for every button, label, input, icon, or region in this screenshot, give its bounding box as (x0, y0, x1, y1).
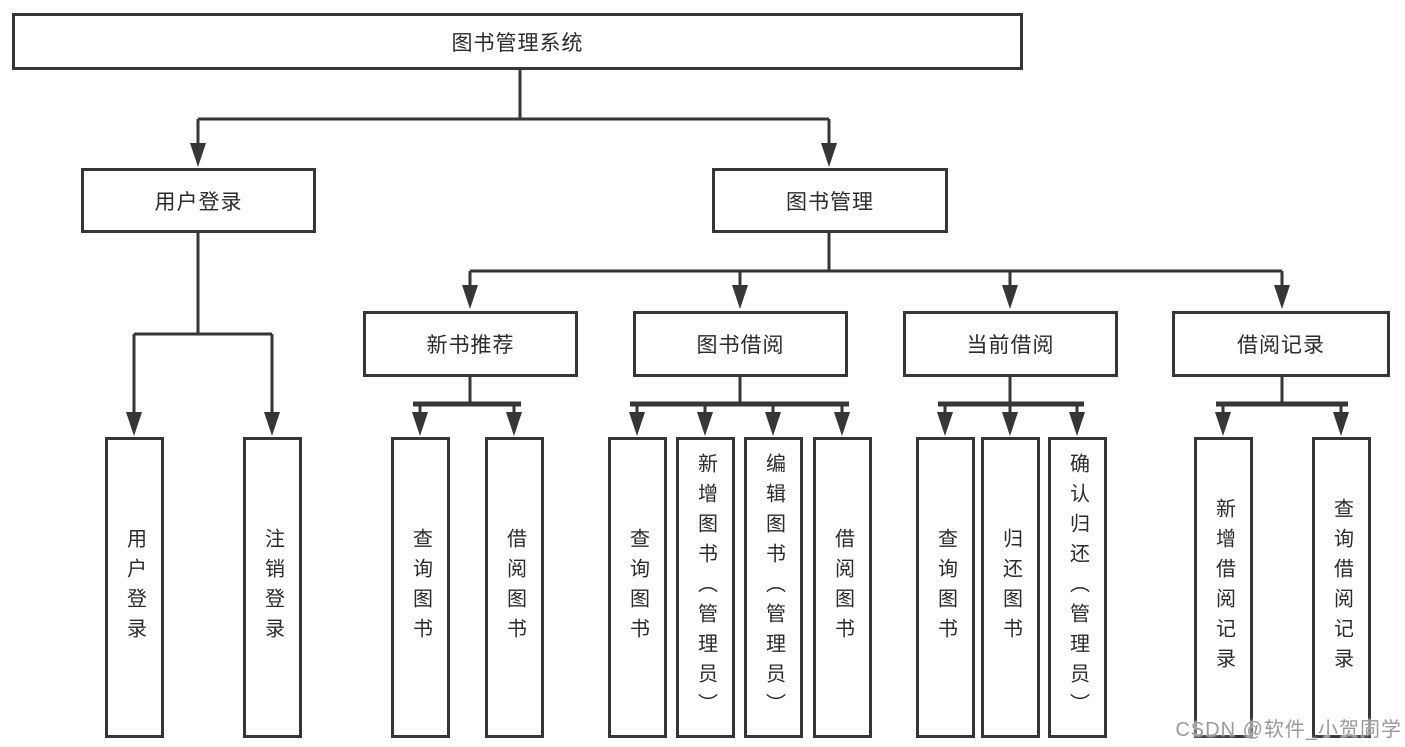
leaf-current-query-books: 查询图书 (916, 437, 975, 738)
leaf-records-add-record: 新增借阅记录 (1194, 437, 1253, 738)
leaf-borrow-query-books-label: 查询图书 (626, 527, 649, 648)
leaf-borrow-borrow-books: 借阅图书 (813, 437, 872, 738)
node-book-borrow-label: 图书借阅 (696, 334, 785, 357)
arrowhead-group (126, 143, 1349, 436)
node-user-login-label: 用户登录 (154, 190, 243, 214)
leaf-current-confirm-return-admin-label: 确认归还（管理员） (1066, 452, 1089, 723)
node-user-login: 用户登录 (81, 168, 316, 233)
leaf-recommend-query-books-label: 查询图书 (409, 527, 432, 648)
leaf-user-login-label: 用户登录 (123, 527, 146, 648)
leaf-borrow-add-books-admin-label: 新增图书（管理员） (694, 452, 717, 723)
leaf-recommend-query-books: 查询图书 (391, 437, 450, 738)
leaf-borrow-edit-books-admin: 编辑图书（管理员） (744, 437, 803, 738)
node-book-borrow: 图书借阅 (633, 311, 848, 377)
leaf-records-add-record-label: 新增借阅记录 (1212, 497, 1235, 678)
leaf-borrow-borrow-books-label: 借阅图书 (831, 527, 854, 648)
leaf-logout-label: 注销登录 (261, 527, 284, 648)
node-root: 图书管理系统 (12, 13, 1023, 70)
leaf-current-return-books-label: 归还图书 (999, 527, 1022, 648)
leaf-recommend-borrow-books: 借阅图书 (485, 437, 544, 738)
leaf-borrow-query-books: 查询图书 (608, 437, 667, 738)
watermark: CSDN @软件_小贺同学 (1175, 719, 1402, 741)
leaf-records-query-record: 查询借阅记录 (1312, 437, 1371, 738)
leaf-recommend-borrow-books-label: 借阅图书 (503, 527, 526, 648)
node-book-mgmt: 图书管理 (712, 168, 948, 233)
leaf-borrow-add-books-admin: 新增图书（管理员） (676, 437, 735, 738)
node-new-book-recommend: 新书推荐 (363, 311, 578, 377)
leaf-current-confirm-return-admin: 确认归还（管理员） (1048, 437, 1107, 738)
leaf-records-query-record-label: 查询借阅记录 (1330, 497, 1353, 678)
leaf-current-return-books: 归还图书 (981, 437, 1040, 738)
leaf-user-login: 用户登录 (105, 437, 164, 738)
leaf-borrow-edit-books-admin-label: 编辑图书（管理员） (762, 452, 785, 723)
node-current-borrow: 当前借阅 (903, 311, 1118, 377)
node-borrow-records-label: 借阅记录 (1237, 334, 1325, 357)
node-book-mgmt-label: 图书管理 (786, 190, 874, 214)
node-borrow-records: 借阅记录 (1172, 311, 1390, 377)
leaf-logout: 注销登录 (243, 437, 302, 738)
node-current-borrow-label: 当前借阅 (966, 334, 1055, 357)
leaf-current-query-books-label: 查询图书 (934, 527, 957, 648)
node-root-label: 图书管理系统 (451, 31, 584, 55)
node-new-book-recommend-label: 新书推荐 (426, 334, 515, 357)
